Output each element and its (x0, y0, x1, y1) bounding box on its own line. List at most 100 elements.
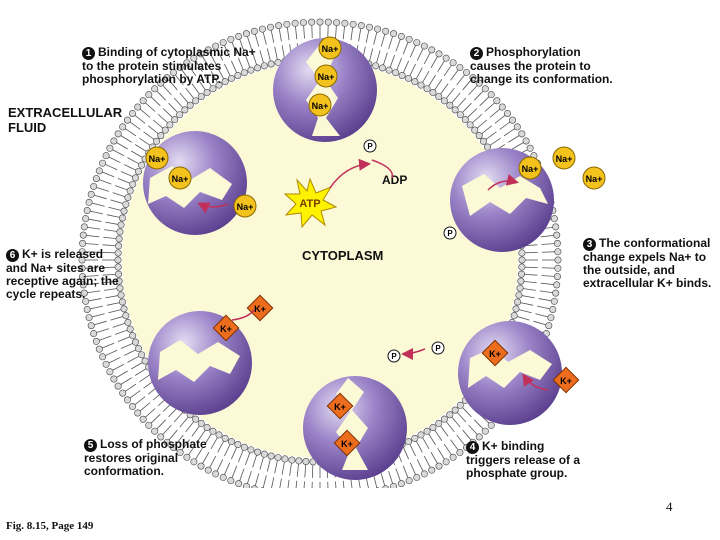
pump-cycle-illustration: Na+ Na+ Na+ Na+ Na+ Na+ Na+ Na+ Na+ K+ K… (78, 18, 606, 502)
lipid-head (405, 74, 413, 82)
lipid-head (446, 411, 454, 419)
sodium-ions: Na+ Na+ Na+ Na+ Na+ Na+ Na+ Na+ Na+ (145, 36, 606, 218)
lipid-head (517, 277, 525, 285)
svg-text:Na+: Na+ (149, 154, 166, 164)
sodium-ion: Na+ (582, 166, 606, 190)
lipid-head (203, 89, 211, 97)
svg-text:ATP: ATP (299, 198, 320, 210)
lipid-head (281, 455, 289, 463)
pump-protein-6 (143, 131, 247, 235)
lipid-head (124, 318, 132, 326)
lipid-head (242, 482, 250, 490)
lipid-head (260, 450, 268, 458)
lipid-head (197, 93, 205, 101)
adp-label: ADP (382, 173, 407, 187)
lipid-head (234, 441, 242, 449)
lipid-head (487, 91, 495, 99)
lipid-head (283, 20, 291, 28)
figure-caption: Fig. 8.15, Page 149 (6, 520, 94, 532)
lipid-head (435, 462, 443, 470)
svg-text:Na+: Na+ (586, 174, 603, 184)
phosphate: P (363, 139, 377, 153)
lipid-head (302, 458, 310, 466)
lipid-head (397, 32, 405, 40)
lipid-head (405, 35, 413, 43)
lipid-head (498, 103, 506, 111)
lipid-head (145, 91, 153, 99)
lipid-head (234, 71, 242, 79)
lipid-head (80, 223, 88, 231)
lipid-head (134, 103, 142, 111)
svg-text:K+: K+ (334, 402, 346, 412)
sodium-ion: Na+ (552, 146, 576, 170)
lipid-head (151, 85, 159, 93)
lipid-head (240, 443, 248, 451)
lipid-head (275, 22, 283, 30)
lipid-head (518, 270, 526, 278)
lipid-head (288, 456, 296, 464)
extracellular-fluid-label: EXTRACELLULAR FLUID (8, 105, 123, 135)
lipid-head (116, 284, 124, 292)
lipid-head (291, 19, 299, 27)
lipid-tail (286, 479, 290, 496)
atp-molecule: ATP (283, 177, 338, 229)
lipid-head (138, 161, 146, 169)
lipid-head (333, 19, 341, 27)
lipid-head (126, 325, 134, 333)
lipid-head (413, 39, 421, 47)
lipid-tail (373, 475, 378, 492)
lipid-head (118, 298, 126, 306)
lipid-head (134, 167, 142, 175)
lipid-head (357, 22, 365, 30)
lipid-head (117, 221, 125, 229)
lipid-head (215, 431, 223, 439)
lipid-head (512, 305, 520, 313)
lipid-head (429, 89, 437, 97)
lipid-head (190, 54, 198, 62)
lipid-head (204, 46, 212, 54)
svg-text:Na+: Na+ (312, 101, 329, 111)
lipid-head (390, 30, 398, 38)
lipid-head (456, 63, 464, 71)
lipid-head (247, 446, 255, 454)
lipid-head (267, 23, 275, 31)
cytoplasm-label: CYTOPLASM (302, 248, 383, 263)
lipid-head (134, 345, 142, 353)
lipid-head (183, 453, 191, 461)
lipid-head (550, 297, 558, 305)
lipid-head (365, 23, 373, 31)
lipid-head (145, 421, 153, 429)
lipid-head (553, 281, 561, 289)
lipid-head (117, 291, 125, 299)
lipid-head (141, 357, 149, 365)
lipid-head (429, 423, 437, 431)
lipid-head (316, 18, 324, 26)
lipid-head (260, 62, 268, 70)
lipid-head (374, 25, 382, 33)
lipid-head (308, 18, 316, 26)
lipid-head (102, 152, 110, 160)
lipid-tail (327, 481, 329, 498)
lipid-head (324, 18, 332, 26)
lipid-head (469, 74, 477, 82)
lipid-head (95, 345, 103, 353)
lipid-head (227, 35, 235, 43)
lipid-head (456, 401, 464, 409)
lipid-tail (294, 480, 298, 497)
lipid-head (114, 256, 122, 264)
lipid-head (161, 126, 169, 134)
lipid-head (83, 207, 91, 215)
lipid-head (382, 485, 390, 493)
lipid-head (554, 264, 562, 272)
lipid-head (176, 111, 184, 119)
lipid-head (514, 298, 522, 306)
lipid-head (106, 368, 114, 376)
lipid-head (372, 62, 380, 70)
lipid-head (405, 438, 413, 446)
lipid-head (124, 194, 132, 202)
lipid-head (553, 231, 561, 239)
lipid-head (212, 470, 220, 478)
lipid-head (295, 457, 303, 465)
